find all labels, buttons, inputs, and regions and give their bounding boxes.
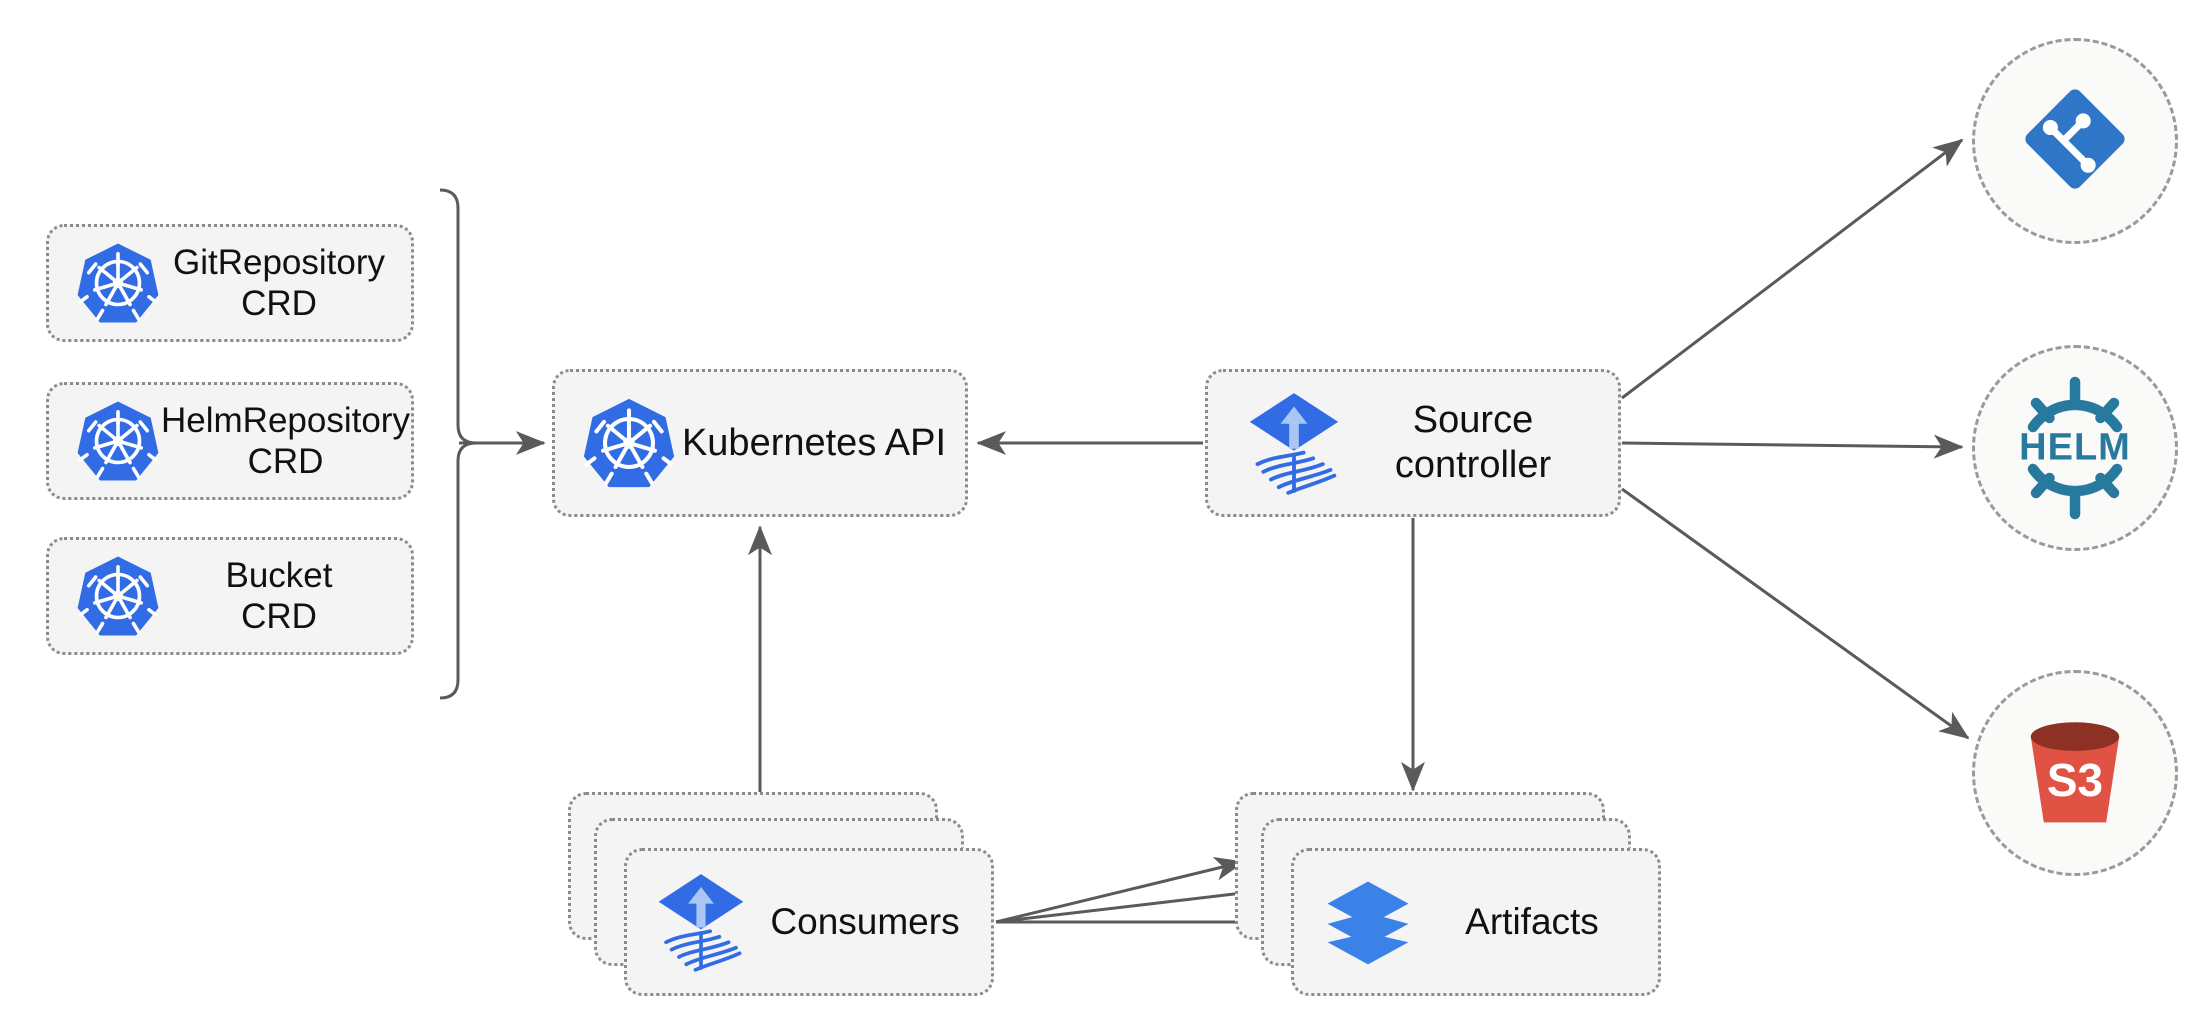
- s3-label: S3: [2046, 753, 2104, 806]
- node-label: Bucket CRD: [225, 555, 333, 636]
- kubernetes-icon: [75, 240, 161, 326]
- flux-icon: [653, 868, 749, 976]
- node-kubernetes-api[interactable]: Kubernetes API: [552, 369, 968, 517]
- node-label: Artifacts: [1465, 901, 1599, 942]
- node-bucket-crd[interactable]: Bucket CRD: [46, 537, 414, 655]
- edge-source-controller-to-s3: [1621, 487, 1970, 740]
- kubernetes-icon: [75, 553, 161, 639]
- node-label: HelmRepository CRD: [161, 400, 410, 481]
- node-gitrepository-crd[interactable]: GitRepository CRD: [46, 224, 414, 342]
- crd-group-bracket: [439, 188, 477, 700]
- edge-consumers-to-artifacts-1: [995, 856, 1245, 924]
- flux-icon: [1246, 389, 1342, 497]
- node-artifacts[interactable]: Artifacts: [1291, 848, 1661, 996]
- node-label: Source controller: [1394, 399, 1552, 486]
- kubernetes-icon: [581, 395, 677, 491]
- node-source-controller[interactable]: Source controller: [1205, 369, 1621, 517]
- s3-bucket-icon: S3: [2010, 708, 2140, 838]
- kubernetes-icon: [75, 398, 161, 484]
- layers-icon: [1320, 868, 1416, 976]
- node-helmrepository-crd[interactable]: HelmRepository CRD: [46, 382, 414, 500]
- node-label: GitRepository CRD: [172, 242, 386, 323]
- node-label: Consumers: [770, 901, 960, 942]
- node-consumers[interactable]: Consumers: [624, 848, 994, 996]
- node-label: Kubernetes API: [681, 421, 947, 464]
- git-icon: [2017, 81, 2133, 202]
- external-source-helm[interactable]: HELM: [1972, 345, 2178, 551]
- external-source-git[interactable]: [1972, 38, 2178, 244]
- helm-label: HELM: [2019, 426, 2131, 469]
- edge-source-controller-to-helm: [1621, 434, 1964, 459]
- edge-consumers-to-artifacts-2: [995, 881, 1270, 924]
- edge-source-controller-to-git: [1621, 138, 1964, 400]
- external-source-s3[interactable]: S3: [1972, 670, 2178, 876]
- helm-icon: HELM: [2000, 373, 2150, 523]
